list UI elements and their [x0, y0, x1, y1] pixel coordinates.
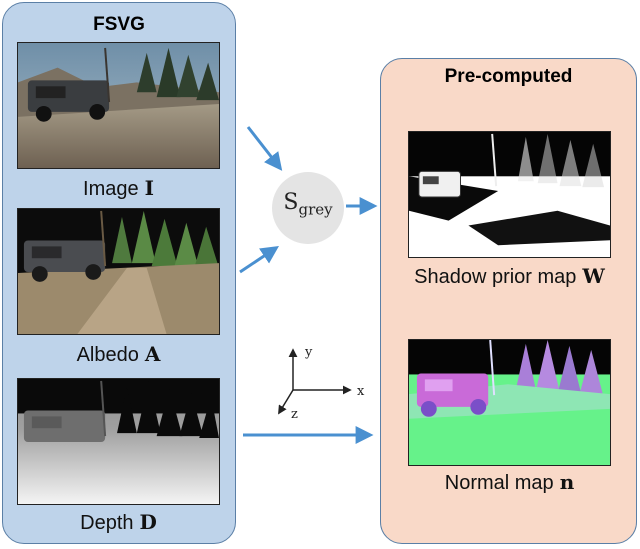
- normal-map-caption-label: Normal map: [444, 472, 554, 494]
- depth-caption-symbol: D: [139, 510, 157, 534]
- operator-label: Sgrey: [272, 190, 344, 218]
- operator-subscript: grey: [298, 200, 333, 219]
- image-thumbnail: [17, 42, 220, 169]
- normal-map-caption-symbol: n: [559, 470, 575, 494]
- image-caption-label: Image: [83, 178, 139, 200]
- arrow-image-to-operator: [246, 126, 283, 171]
- depth-caption-label: Depth: [80, 512, 134, 534]
- fsvg-title: FSVG: [93, 14, 145, 35]
- image-caption-symbol: I: [144, 176, 154, 200]
- axis-x-label: x: [357, 384, 365, 399]
- axis-y-label: y: [305, 345, 313, 360]
- axis-z-label: z: [291, 407, 298, 422]
- shadow-prior-map-caption-label: Shadow prior map: [414, 266, 577, 288]
- operator-base: S: [283, 190, 299, 215]
- precomputed-title: Pre-computed: [444, 66, 573, 87]
- normal-map-thumbnail: [408, 339, 611, 466]
- shadow-prior-map-caption-symbol: W: [582, 264, 605, 288]
- operator-node: [272, 172, 344, 244]
- arrow-albedo-to-operator: [239, 246, 279, 274]
- albedo-thumbnail: [17, 208, 220, 335]
- albedo-caption-symbol: A: [144, 342, 161, 366]
- shadow-prior-map-thumbnail: [408, 131, 611, 258]
- depth-thumbnail: [17, 378, 220, 505]
- albedo-caption-label: Albedo: [76, 344, 139, 366]
